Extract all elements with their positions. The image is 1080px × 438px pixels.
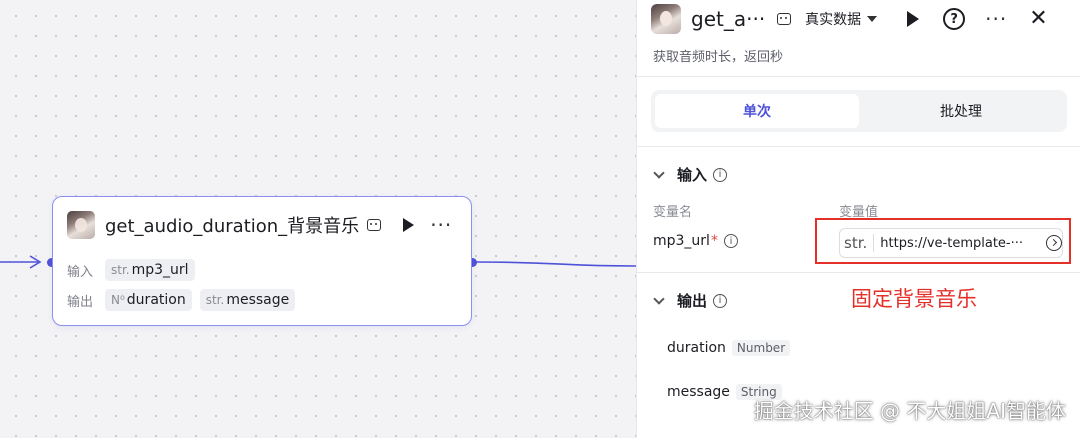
param-type: str. [111,263,130,277]
param-name: duration [126,292,186,308]
info-icon[interactable]: i [713,167,728,182]
panel-header: get_a··· 真实数据 ? ··· ✕ [651,2,1066,36]
run-test-button[interactable] [907,11,920,27]
watermark: 掘金技术社区 @ 不大姐姐AI智能体 [753,399,1066,423]
output-type-badge: Number [731,340,791,356]
required-mark: * [710,233,718,249]
panel-more-button[interactable]: ··· [985,7,1008,31]
workflow-canvas[interactable]: get_audio_duration_背景音乐 ··· 输入 str. mp3_… [0,0,636,438]
close-icon[interactable]: ✕ [1029,6,1048,31]
input-param-tag: str. mp3_url [105,259,195,281]
input-section-toggle[interactable]: 输入 i [653,164,728,185]
param-type: N⁰ [111,293,125,307]
data-mode-label: 真实数据 [805,12,862,28]
node-input-row: 输入 str. mp3_url [67,259,203,281]
output-param-tag: str. message [199,289,296,311]
output-item: duration Number [667,340,791,356]
annotation-text: 固定背景音乐 [851,287,977,311]
info-icon[interactable]: i [723,234,738,248]
param-name: message [226,292,290,308]
param-name: mp3_url [131,262,189,278]
node-output-port[interactable] [468,258,477,267]
node-avatar-icon [67,211,95,239]
chevron-down-icon [653,292,665,305]
output-param-tag: N⁰ duration [105,289,192,311]
node-test-panel: get_a··· 真实数据 ? ··· ✕ 获取音频时长，返回秒 单次 批处理 … [636,0,1080,438]
node-input-label: 输入 [67,264,94,280]
edge-arrow-icon [29,255,42,269]
chevron-down-icon [653,166,665,179]
input-section-title: 输入 [677,166,708,184]
help-icon[interactable]: ? [943,8,966,30]
variable-value-text: https://ve-template-··· [880,235,1024,251]
node-title: get_audio_duration_背景音乐 [105,216,360,237]
node-output-label: 输出 [67,294,94,310]
run-mode-tabs: 单次 批处理 [651,90,1067,132]
plugin-icon [367,219,382,231]
output-name: message [667,384,730,400]
tab-single[interactable]: 单次 [655,94,859,128]
tab-batch[interactable]: 批处理 [940,104,982,120]
column-header-value: 变量值 [839,205,879,220]
run-node-icon[interactable] [403,218,415,232]
variable-value-input[interactable]: str. https://ve-template-··· [839,228,1063,258]
param-type: str. [205,293,225,307]
edges-layer [0,255,636,269]
variable-name: mp3_url * i [653,233,738,249]
variable-name-text: mp3_url [653,233,710,249]
node-header: get_audio_duration_背景音乐 ··· [67,211,459,239]
node-output-row: 输出 N⁰ duration str. message [67,289,303,311]
divider [637,76,1080,77]
output-name: duration [667,340,726,356]
annotation-highlight-box [815,218,1071,264]
node-more-button[interactable]: ··· [430,213,453,237]
caret-down-icon [867,16,878,22]
node-input-port[interactable] [47,258,56,267]
output-item: message String [667,384,782,400]
column-header-name: 变量名 [653,205,693,220]
divider [637,146,1080,147]
value-type-prefix: str. [844,234,875,252]
panel-avatar-icon [651,4,681,34]
data-mode-select[interactable]: 真实数据 [805,9,878,29]
plugin-icon [777,13,792,25]
output-type-badge: String [735,384,782,400]
output-section-toggle[interactable]: 输出 i [653,290,728,311]
output-section-title: 输出 [677,292,708,310]
info-icon[interactable]: i [713,293,728,308]
workflow-node[interactable]: get_audio_duration_背景音乐 ··· 输入 str. mp3_… [52,196,472,326]
panel-description: 获取音频时长，返回秒 [653,50,784,65]
panel-title: get_a··· [691,7,766,31]
variable-reference-icon[interactable] [1046,235,1062,251]
divider [637,272,1080,273]
outgoing-edge [475,261,636,267]
